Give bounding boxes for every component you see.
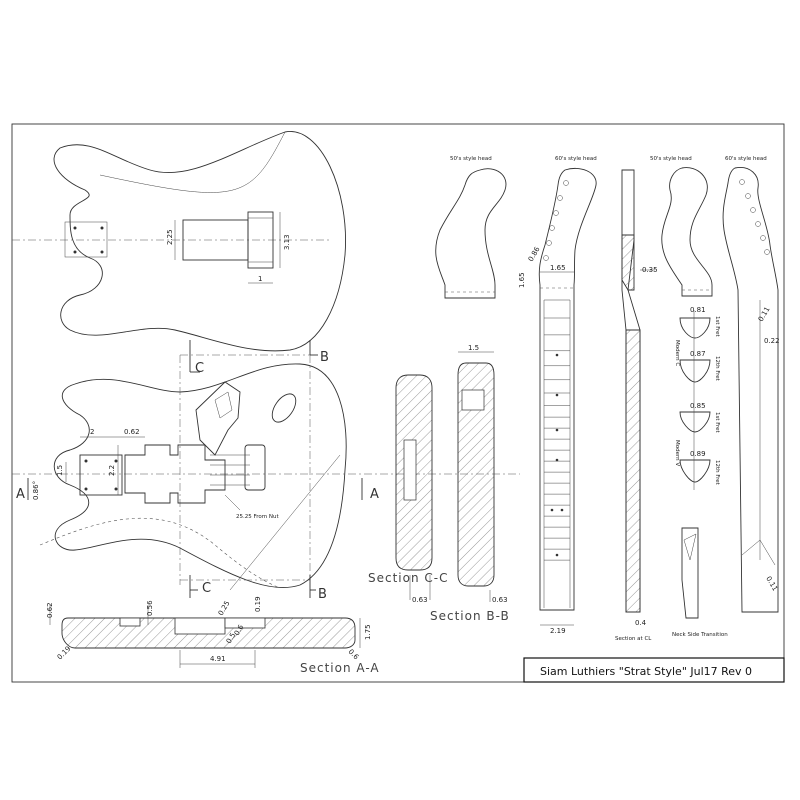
aa-bridge-depth: 0.25 (217, 599, 232, 617)
neck-heel-depth: 0.4 (635, 619, 647, 627)
section-at-cl-note: Section at CL (615, 636, 652, 642)
profile-fret-12-c: 12th Fret (714, 356, 720, 382)
headstock-50s-right: 50's style head (650, 156, 713, 297)
profile-v-twelfth: 0.89 (690, 450, 706, 458)
neck-transition-note: Neck Side Transition (672, 632, 728, 638)
title-block: Siam Luthiers "Strat Style" Jul17 Rev 0 (523, 657, 785, 683)
profile-modern-c: Modern C (674, 340, 680, 366)
body-back-view: 2.25 3.13 1 (12, 131, 346, 352)
section-letter-b-top: B (320, 350, 329, 365)
headstock-label-50s-left: 50's style head (450, 156, 492, 162)
section-letter-c-top: C (195, 361, 204, 376)
headstock-50s-left: 50's style head (435, 156, 507, 299)
neck-head-length: 1.65 (518, 272, 526, 288)
neck-tip-1: 0.11 (757, 305, 772, 323)
neck-tip-3: 0.11 (764, 575, 779, 593)
neck-heel-width: 2.19 (550, 627, 566, 635)
outer-height-label: 3.13 (283, 234, 291, 250)
neck-side-profile: 0.35 0.4 Section at CL (615, 169, 658, 642)
aa-cavity-depth: 0.56 (146, 600, 154, 616)
neck-60s: 60's style head 1.65 1.65 0.86 2.19 (518, 156, 597, 635)
profile-modern-v: Modern V (674, 440, 680, 466)
section-letter-a-right: A (370, 487, 379, 502)
profile-fret-1-v: 1st Fret (714, 412, 720, 434)
headstock-label-60s-left: 60's style head (555, 156, 597, 162)
section-cc-label: Section C-C (368, 571, 449, 585)
angle-label: 0.86° (32, 481, 40, 500)
section-letter-b-bottom: B (318, 587, 327, 602)
section-aa-label: Section A-A (300, 661, 380, 675)
aa-edge-left: 0.19 (56, 645, 73, 662)
nut-note: 25.25 From Nut (236, 514, 279, 520)
headstock-label-60s-right: 60's style head (725, 156, 767, 162)
headstock-60s-right: 60's style head 0.11 0.22 0.11 (722, 156, 780, 613)
neck-angle: 0.86 (527, 245, 542, 263)
headstock-label-50s-right: 50's style head (650, 156, 692, 162)
aa-top-thickness: 0.62 (46, 602, 54, 618)
aa-body-thickness: 1.75 (364, 624, 372, 640)
pickup-width-label: 2 (90, 428, 94, 436)
profile-fret-1-c: 1st Fret (714, 316, 720, 338)
section-letter-a-left: A (16, 487, 25, 502)
aa-bridge-rout: 0.19 (254, 596, 262, 612)
profile-c-first: 0.81 (690, 306, 706, 314)
aa-edge-right: 0.6 (347, 648, 361, 662)
neck-tip-2: 0.22 (764, 337, 780, 345)
neck-profiles: 0.81 0.87 0.85 0.89 1st Fret 12th Fret M… (674, 306, 720, 490)
profile-v-first: 0.85 (690, 402, 706, 410)
pickup-gap-label: 0.62 (124, 428, 140, 436)
aa-span: 4.91 (210, 655, 226, 663)
body-front-view: 2 0.62 1.5 2.2 0.86° 25.25 From Nut (12, 354, 520, 591)
title-block-text: Siam Luthiers "Strat Style" Jul17 Rev 0 (540, 665, 752, 678)
neck-nut-width: 1.65 (550, 264, 566, 272)
drawing-frame (11, 123, 785, 683)
fret-lines (544, 317, 570, 561)
section-markers: C B C B A A (16, 340, 379, 602)
profile-c-twelfth: 0.87 (690, 350, 706, 358)
cavity-height-label: 2.2 (108, 465, 116, 476)
bb-offset: 0.63 (492, 596, 508, 604)
section-cc-drawing: 0.63 Section C-C (368, 374, 449, 604)
pickup-depth-label: 1.5 (56, 465, 64, 476)
profile-fret-12-v: 12th Fret (714, 460, 720, 486)
section-letter-c-bottom: C (202, 581, 211, 596)
neck-thickness: 0.35 (642, 266, 658, 274)
section-aa-drawing: 0.62 0.56 0.25 0.19 0.6 0.5 1.75 4.91 0.… (46, 596, 380, 675)
neck-side-transition: Neck Side Transition (672, 527, 728, 638)
section-bb-label: Section B-B (430, 609, 510, 623)
heel-width-label: 1 (258, 275, 262, 283)
section-bb-drawing: 1.5 0.63 Section B-B (430, 344, 510, 623)
cc-offset: 0.63 (412, 596, 428, 604)
route-height-label: 2.25 (166, 229, 174, 245)
bb-width: 1.5 (468, 344, 479, 352)
